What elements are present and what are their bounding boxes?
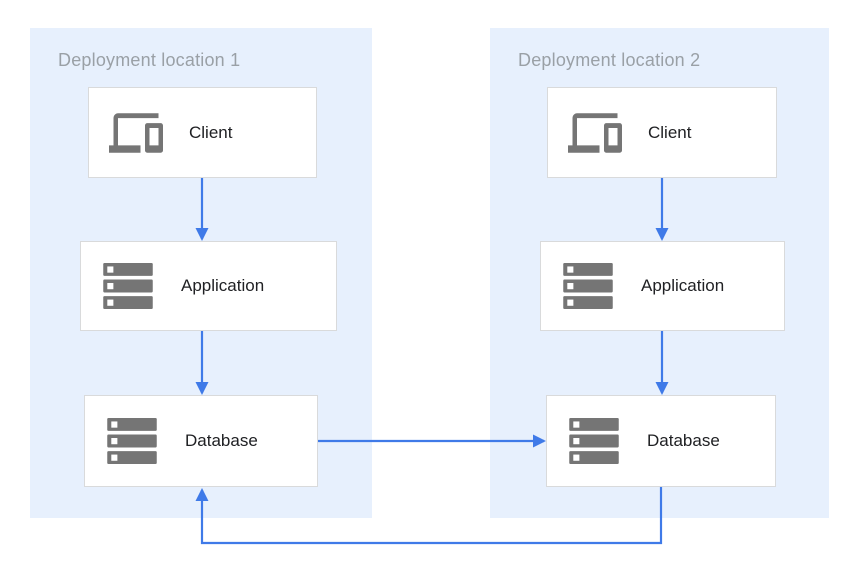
panel-deployment-location-2: Deployment location 2 Client: [490, 28, 829, 518]
panel-deployment-location-1: Deployment location 1 Client: [30, 28, 372, 518]
node-label: Database: [647, 431, 720, 450]
node-label: Client: [189, 122, 233, 142]
panel-title: Deployment location 2: [518, 50, 701, 70]
node-label: Application: [641, 276, 725, 295]
devices-icon: [109, 112, 163, 154]
server-stack-icon: [101, 263, 155, 309]
server-stack-icon: [105, 418, 159, 464]
node-label: Application: [181, 276, 265, 295]
node-application-1: Application: [80, 241, 337, 331]
server-stack-icon: [561, 263, 615, 309]
node-database-1: Database: [84, 395, 318, 487]
node-label: Database: [185, 431, 258, 450]
node-client-1: Client: [88, 87, 317, 178]
panel-title: Deployment location 1: [58, 50, 241, 70]
node-database-2: Database: [546, 395, 776, 487]
node-client-2: Client: [547, 87, 777, 178]
devices-icon: [568, 112, 622, 154]
node-label: Client: [648, 122, 692, 142]
node-application-2: Application: [540, 241, 785, 331]
server-stack-icon: [567, 418, 621, 464]
